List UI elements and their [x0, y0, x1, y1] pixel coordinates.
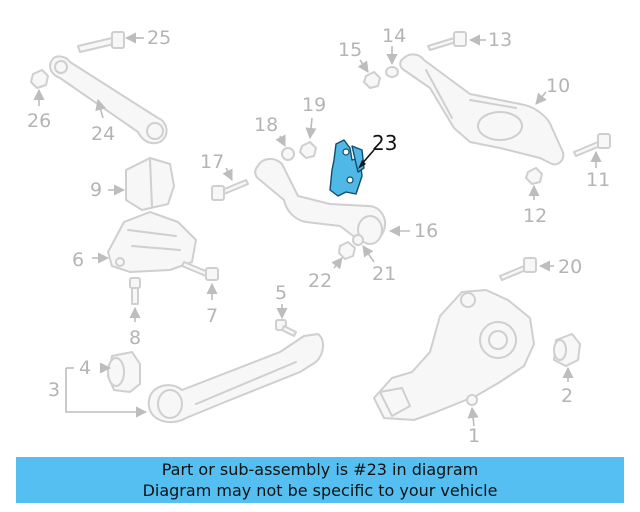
callout-26: 26	[27, 110, 51, 132]
callout-11: 11	[586, 169, 610, 191]
parts-diagram: 25 26 24 9 6 8 7	[27, 25, 611, 447]
part-18-washer: 18	[254, 114, 295, 161]
callout-17: 17	[200, 151, 224, 173]
banner-line-2: Diagram may not be specific to your vehi…	[142, 481, 498, 500]
part-16-lateral-link: 16	[254, 158, 438, 245]
callout-8: 8	[129, 327, 141, 349]
callout-14: 14	[382, 25, 406, 47]
part-10-lower-control-arm: 10	[399, 53, 570, 166]
callout-9: 9	[90, 179, 102, 201]
callout-1: 1	[468, 425, 480, 447]
part-24-link-arm: 24	[49, 55, 168, 145]
part-3-trailing-arm: 3	[48, 333, 324, 424]
part-21-washer: 21	[352, 234, 396, 285]
part-5-bolt: 5	[275, 282, 297, 337]
part-7-bolt: 7	[181, 261, 219, 327]
callout-24: 24	[91, 123, 115, 145]
part-13-bolt: 13	[427, 29, 512, 51]
part-14-washer: 14	[382, 25, 406, 78]
part-9-bushing: 9	[90, 157, 175, 211]
callout-4: 4	[79, 357, 91, 379]
callout-18: 18	[254, 114, 278, 136]
callout-16: 16	[414, 220, 438, 242]
callout-15: 15	[338, 39, 362, 61]
part-11-bolt: 11	[573, 133, 611, 191]
callout-10: 10	[546, 75, 570, 97]
part-25-bolt: 25	[77, 27, 171, 53]
part-15-nut: 15	[338, 39, 381, 89]
callout-3: 3	[48, 379, 60, 401]
callout-19: 19	[302, 94, 326, 116]
callout-6: 6	[72, 249, 84, 271]
part-4-bushing: 4	[79, 351, 141, 393]
callout-12: 12	[523, 205, 547, 227]
callout-23: 23	[372, 131, 397, 155]
part-2-bushing: 2	[553, 333, 581, 407]
callout-7: 7	[206, 305, 218, 327]
part-26-nut: 26	[27, 69, 51, 132]
part-1-knuckle: 1	[373, 289, 535, 447]
info-banner: Part or sub-assembly is #23 in diagram D…	[16, 457, 624, 503]
part-23-bracket-highlighted: 23	[329, 131, 397, 197]
part-17-bolt: 17	[200, 151, 249, 201]
part-6-mount-bracket: 6	[72, 211, 197, 273]
callout-20: 20	[558, 256, 582, 278]
part-8-bolt: 8	[129, 277, 141, 349]
callout-21: 21	[372, 263, 396, 285]
callout-13: 13	[488, 29, 512, 51]
banner-line-1: Part or sub-assembly is #23 in diagram	[161, 460, 479, 479]
callout-25: 25	[147, 27, 171, 49]
callout-5: 5	[275, 282, 287, 304]
callout-2: 2	[561, 385, 573, 407]
part-19-nut: 19	[299, 94, 326, 159]
part-20-bolt: 20	[499, 256, 582, 281]
part-22-nut: 22	[308, 241, 356, 292]
callout-22: 22	[308, 270, 332, 292]
part-12-nut: 12	[523, 167, 547, 227]
